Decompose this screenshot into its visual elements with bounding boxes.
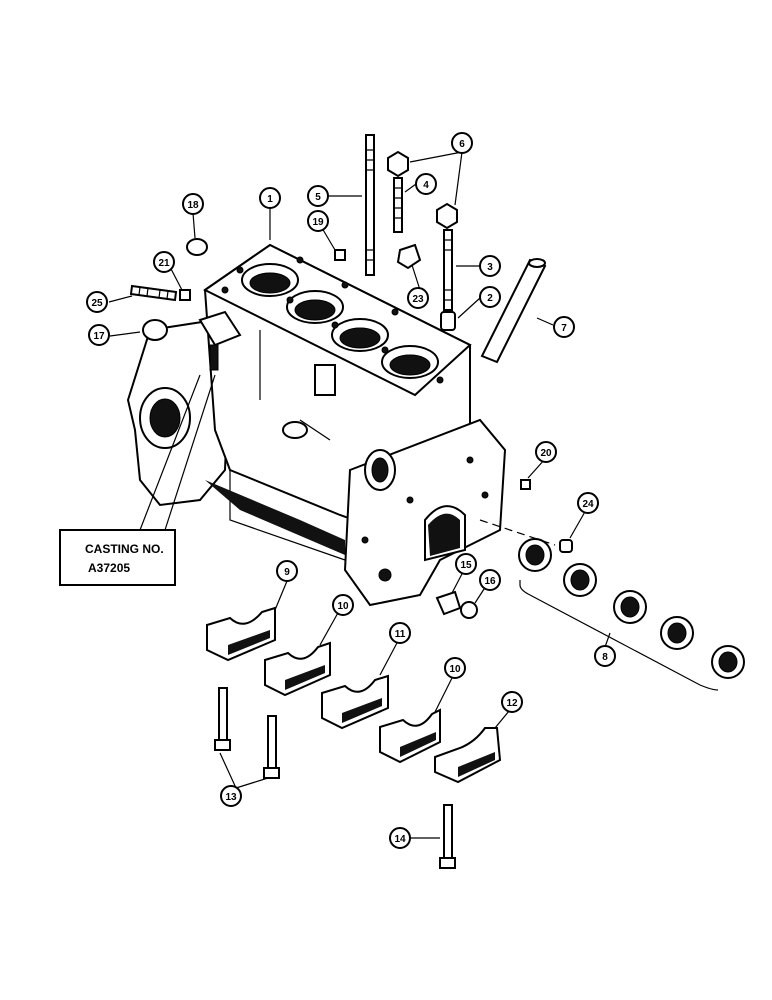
- plug-20: [520, 479, 531, 490]
- callout-11: 11: [389, 622, 411, 644]
- svg-text:7: 7: [561, 323, 567, 334]
- callout-14: 14: [389, 827, 411, 849]
- svg-text:25: 25: [91, 298, 103, 309]
- stud-25: [129, 284, 178, 302]
- callout-7: 7: [553, 316, 575, 338]
- engine-block: [126, 243, 507, 607]
- callouts: 1 2 3 4 5 6 7 8 9 10 11 10 12 13 14 15 1…: [86, 132, 616, 849]
- bearing-cap-12: [434, 727, 502, 784]
- svg-text:10: 10: [337, 601, 349, 612]
- svg-text:13: 13: [225, 792, 237, 803]
- callout-24: 24: [577, 492, 599, 514]
- svg-text:2: 2: [487, 293, 493, 304]
- callout-8: 8: [594, 645, 616, 667]
- bolt-13b: [263, 715, 280, 779]
- callout-2: 2: [479, 286, 501, 308]
- svg-text:12: 12: [506, 698, 518, 709]
- callout-16: 16: [479, 569, 501, 591]
- svg-text:4: 4: [423, 180, 429, 191]
- svg-text:1: 1: [267, 194, 273, 205]
- svg-text:14: 14: [394, 834, 406, 845]
- callout-17: 17: [88, 324, 110, 346]
- svg-text:15: 15: [460, 560, 472, 571]
- callout-20: 20: [535, 441, 557, 463]
- callout-4: 4: [415, 173, 437, 195]
- nut-6b: [436, 202, 458, 230]
- casting-line-2: A37205: [88, 561, 130, 575]
- callout-10a: 10: [332, 594, 354, 616]
- callout-21: 21: [153, 251, 175, 273]
- plug-18: [186, 238, 208, 256]
- leader-lines: [108, 151, 611, 839]
- callout-18: 18: [182, 193, 204, 215]
- bearing-cap-10a: [264, 641, 331, 697]
- svg-text:21: 21: [158, 258, 170, 269]
- casting-line-1: CASTING NO.: [85, 542, 164, 556]
- stud-5: [365, 134, 375, 276]
- callout-3: 3: [479, 255, 501, 277]
- callout-1: 1: [259, 187, 281, 209]
- stud-4: [393, 177, 403, 233]
- svg-text:24: 24: [582, 499, 594, 510]
- callout-25: 25: [86, 291, 108, 313]
- callout-19: 19: [307, 210, 329, 232]
- svg-text:8: 8: [602, 652, 608, 663]
- callout-23: 23: [407, 287, 429, 309]
- plug-21: [179, 289, 191, 301]
- bearing-cap-11: [321, 674, 389, 730]
- bolt-14: [439, 804, 456, 869]
- plug-15: [435, 590, 462, 616]
- bearing-cap-10b: [379, 708, 441, 764]
- plug-19: [334, 249, 346, 261]
- svg-text:10: 10: [449, 664, 461, 675]
- callout-15: 15: [455, 553, 477, 575]
- casting-number-label: CASTING NO. A37205: [59, 374, 216, 586]
- dowel-2: [440, 311, 456, 331]
- fitting-23: [396, 243, 422, 270]
- bolt-13a: [214, 687, 231, 751]
- callout-9: 9: [276, 560, 298, 582]
- svg-text:11: 11: [395, 629, 406, 640]
- plug-16: [460, 601, 478, 619]
- svg-text:19: 19: [312, 217, 324, 228]
- nut-6a: [387, 150, 409, 178]
- callout-13: 13: [220, 785, 242, 807]
- svg-text:16: 16: [484, 576, 496, 587]
- svg-text:23: 23: [412, 294, 424, 305]
- svg-text:20: 20: [540, 448, 552, 459]
- bearing-set-8: [518, 538, 745, 691]
- stud-3: [443, 229, 453, 311]
- callout-5: 5: [307, 185, 329, 207]
- dowel-24: [559, 539, 573, 553]
- svg-text:3: 3: [487, 262, 493, 273]
- callout-6: 6: [451, 132, 473, 154]
- callout-10b: 10: [444, 657, 466, 679]
- svg-text:18: 18: [187, 200, 199, 211]
- svg-text:9: 9: [284, 567, 290, 578]
- svg-text:5: 5: [315, 192, 321, 203]
- plug-17: [142, 319, 168, 341]
- svg-text:17: 17: [93, 331, 105, 342]
- callout-12: 12: [501, 691, 523, 713]
- svg-text:6: 6: [459, 139, 465, 150]
- bearing-cap-9: [206, 606, 276, 662]
